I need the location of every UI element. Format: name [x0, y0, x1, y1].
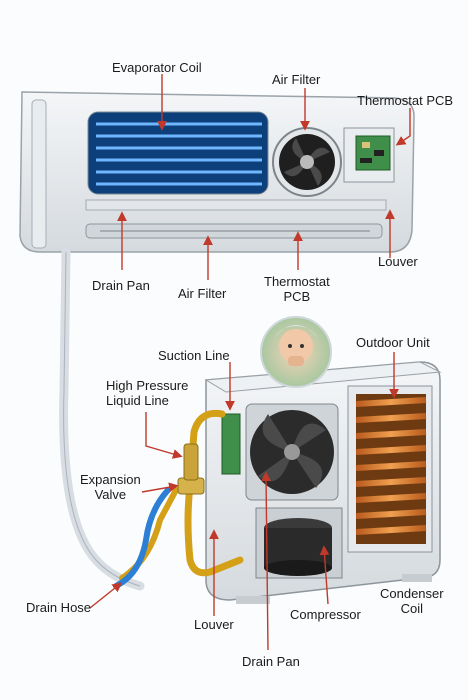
condenser-coil — [347, 385, 433, 553]
indoor-unit — [19, 91, 415, 253]
thermostat-pcb — [343, 127, 395, 183]
label-compressor: Compressor — [290, 607, 361, 622]
refrigerant-lines — [113, 409, 244, 589]
label-outdoor-unit: Outdoor Unit — [356, 335, 430, 350]
label-condenser-coil: Condenser Coil — [380, 586, 444, 616]
label-air-filter-bottom: Air Filter — [178, 286, 227, 301]
label-thermostat-pcb-top: Thermostat PCB — [357, 93, 454, 108]
indoor-fan — [272, 127, 342, 197]
evaporator-coil — [87, 111, 269, 195]
label-drain-hose: Drain Hose — [26, 600, 92, 615]
outdoor-fan — [250, 410, 334, 494]
label-suction-line: Suction Line — [158, 348, 230, 363]
compressor — [255, 507, 343, 579]
label-high-pressure-liquid-line: High Pressure Liquid Line — [106, 378, 189, 408]
label-drain-pan-indoor: Drain Pan — [92, 278, 150, 293]
leader-arrows — [89, 74, 411, 651]
label-evaporator-coil: Evaporator Coil — [112, 60, 202, 75]
label-louver-outdoor: Louver — [194, 617, 234, 632]
outdoor-unit — [204, 361, 442, 604]
label-drain-pan-outdoor: Drain Pan — [242, 654, 300, 669]
label-thermostat-pcb-bottom: Thermostat PCB — [264, 274, 330, 304]
baby-portrait — [260, 316, 332, 388]
label-air-filter-top: Air Filter — [272, 72, 321, 87]
label-expansion-valve: Expansion Valve — [80, 472, 141, 502]
label-louver-indoor: Louver — [378, 254, 418, 269]
drain-hose — [59, 247, 145, 591]
